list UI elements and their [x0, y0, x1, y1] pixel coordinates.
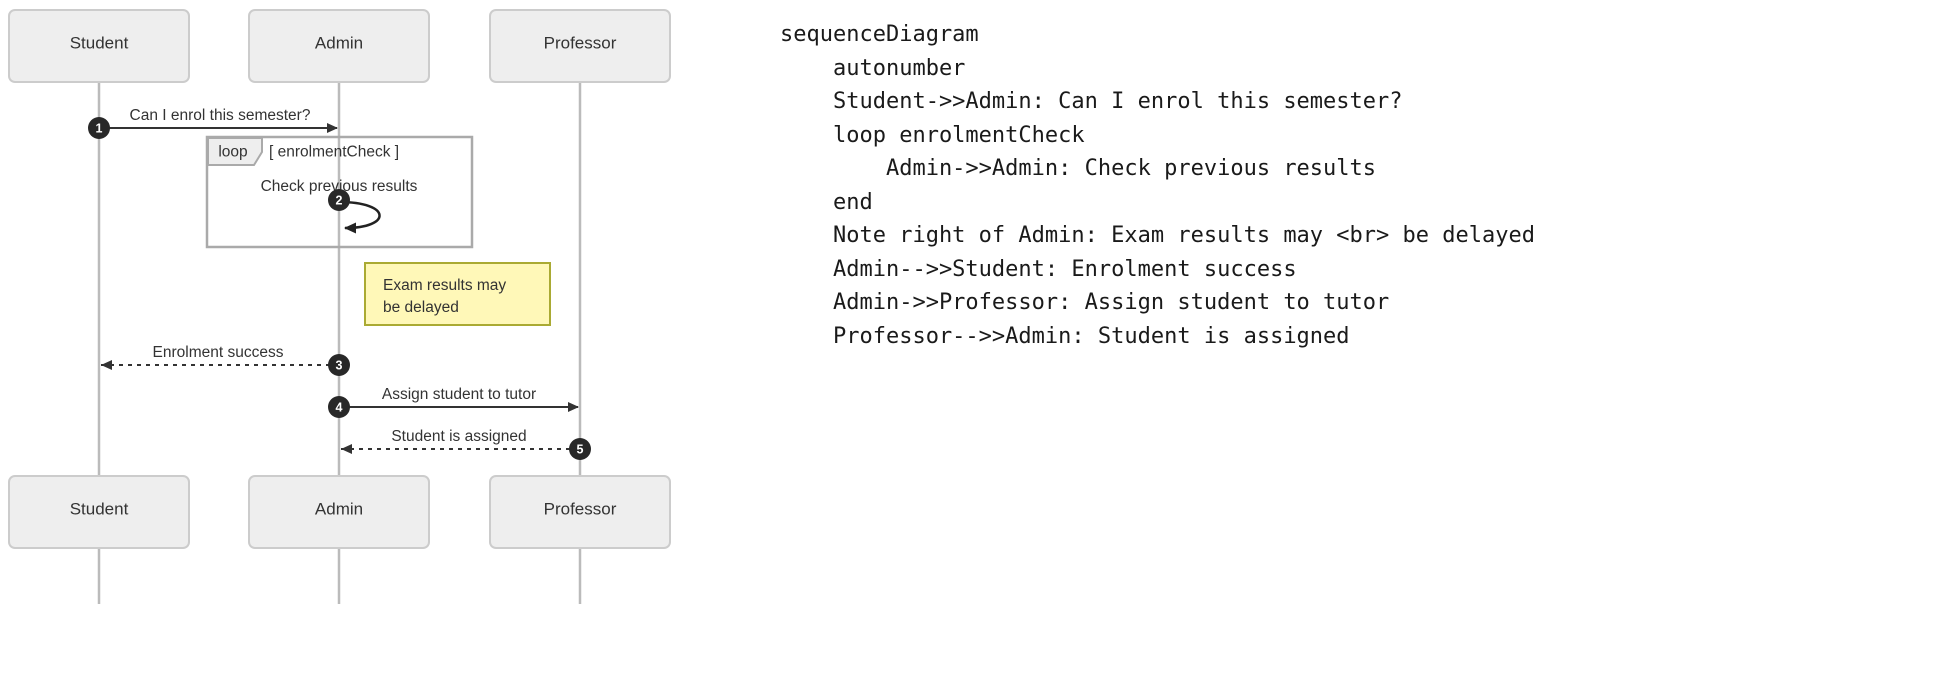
loop-keyword-label: loop — [218, 144, 247, 161]
message-2-self-arrow — [338, 200, 381, 234]
actor-label-admin-bottom: Admin — [315, 499, 363, 518]
sequence-diagram-canvas: Student Admin Professor Can I enrol this… — [8, 9, 671, 604]
loop-frame — [205, 135, 474, 249]
message-3: Enrolment success 3 — [101, 344, 350, 376]
message-2-label: Check previous results — [261, 178, 418, 195]
sequence-diagram-pane: Student Admin Professor Can I enrol this… — [0, 0, 760, 696]
code-line-7: Admin-->>Student: Enrolment success — [780, 256, 1297, 282]
note-line-1: Exam results may — [383, 277, 506, 294]
code-line-1: autonumber — [780, 55, 966, 81]
actor-rect — [248, 9, 430, 83]
message-3-label: Enrolment success — [153, 344, 284, 361]
actor-label-admin-top: Admin — [315, 33, 363, 52]
note-right-of-admin: Exam results may be delayed — [364, 262, 551, 326]
message-3-number: 3 — [336, 359, 343, 373]
mermaid-source-pane: sequenceDiagram autonumber Student->>Adm… — [780, 0, 1952, 696]
loop-condition-label: [ enrolmentCheck ] — [269, 144, 399, 161]
actor-box-student-top[interactable]: Student — [8, 9, 190, 83]
message-5-number: 5 — [577, 443, 584, 457]
message-5-label: Student is assigned — [391, 428, 526, 445]
code-line-0: sequenceDiagram — [780, 22, 979, 47]
actor-rect — [489, 9, 671, 83]
code-line-5: end — [780, 189, 873, 215]
message-1-bullet — [88, 117, 110, 139]
actor-box-student-bottom[interactable]: Student — [8, 475, 190, 549]
code-line-4: Admin->>Admin: Check previous results — [780, 156, 1377, 181]
actor-label-professor-top: Professor — [544, 33, 617, 52]
message-4-label: Assign student to tutor — [382, 386, 536, 403]
actor-box-admin-top[interactable]: Admin — [248, 9, 430, 83]
actor-label-student-top: Student — [70, 33, 129, 52]
message-5: Student is assigned 5 — [341, 428, 591, 460]
code-line-3: loop enrolmentCheck — [780, 122, 1085, 148]
message-5-bullet — [569, 438, 591, 460]
note-rect — [364, 262, 551, 326]
actor-rect — [248, 475, 430, 549]
actor-label-student-bottom: Student — [70, 499, 129, 518]
actor-rect — [8, 9, 190, 83]
actor-rect — [8, 475, 190, 549]
message-2-number: 2 — [336, 194, 343, 208]
message-4: Assign student to tutor 4 — [328, 386, 579, 418]
loop-tab — [207, 137, 263, 166]
code-line-9: Professor-->>Admin: Student is assigned — [780, 323, 1350, 349]
message-4-bullet — [328, 396, 350, 418]
actor-box-professor-top[interactable]: Professor — [489, 9, 671, 83]
loop-block: loop [ enrolmentCheck ] Check previous r… — [205, 135, 474, 249]
note-line-2: be delayed — [383, 299, 459, 316]
message-2: Check previous results 2 — [261, 178, 418, 234]
message-4-number: 4 — [336, 401, 343, 415]
message-1-number: 1 — [96, 122, 103, 136]
actor-box-admin-bottom[interactable]: Admin — [248, 475, 430, 549]
code-line-6: Note right of Admin: Exam results may <b… — [780, 223, 1535, 248]
mermaid-source-code[interactable]: sequenceDiagram autonumber Student->>Adm… — [780, 18, 1952, 353]
actor-rect — [489, 475, 671, 549]
actor-box-professor-bottom[interactable]: Professor — [489, 475, 671, 549]
code-line-2: Student->>Admin: Can I enrol this semest… — [780, 89, 1403, 114]
message-3-bullet — [328, 354, 350, 376]
message-1: Can I enrol this semester? 1 — [88, 107, 338, 139]
message-1-label: Can I enrol this semester? — [130, 107, 311, 124]
code-line-8: Admin->>Professor: Assign student to tut… — [780, 290, 1390, 315]
actor-label-professor-bottom: Professor — [544, 499, 617, 518]
message-2-bullet — [328, 189, 350, 211]
